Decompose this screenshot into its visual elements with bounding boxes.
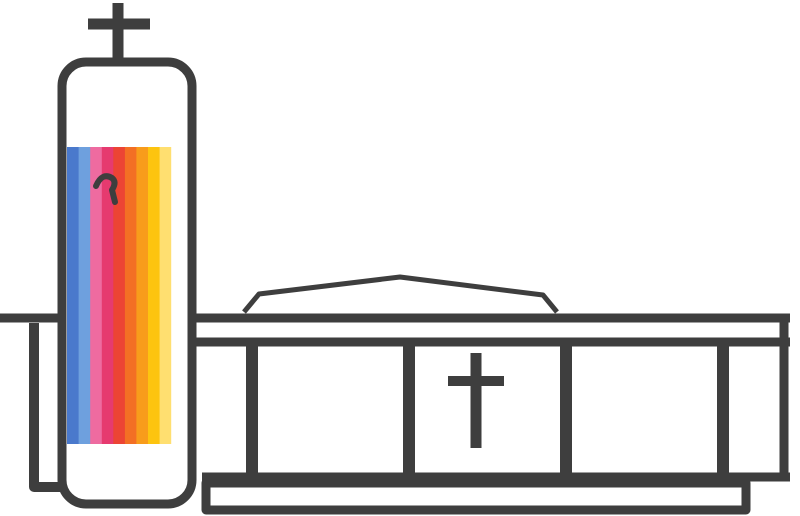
base-plinth [201, 478, 751, 515]
panel-mark [93, 173, 118, 205]
stained-glass-panel [67, 147, 172, 444]
glass-stripe-5 [113, 147, 126, 444]
glass-stripe-6 [124, 147, 138, 444]
glass-stripe-2 [78, 147, 91, 444]
church-line-art [0, 3, 790, 515]
glass-stripe-1 [67, 147, 80, 444]
glass-stripe-3 [90, 147, 103, 444]
glass-stripe-9 [159, 147, 172, 444]
glass-stripe-8 [148, 147, 161, 444]
roof-ridge-line [242, 274, 559, 314]
glass-stripe-7 [136, 147, 149, 444]
glass-stripe-4 [101, 147, 114, 444]
left-annex-wall [29, 323, 62, 492]
